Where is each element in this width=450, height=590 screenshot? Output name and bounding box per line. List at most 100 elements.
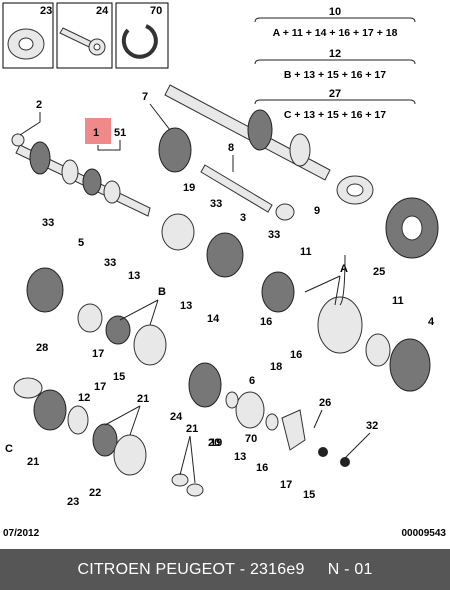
callout-number: A: [340, 263, 348, 275]
circlip-icon: [121, 24, 158, 59]
gear-part-3: [206, 232, 244, 278]
gear-part-4: [389, 338, 431, 392]
callout-number: 13: [234, 451, 246, 463]
formula-number: 27: [329, 88, 341, 100]
washer-part-21: [225, 391, 239, 409]
highlight-box: [85, 118, 111, 144]
callout-number: 15: [303, 489, 315, 501]
callout-number: 18: [270, 361, 282, 373]
formula-27: 27 C + 13 + 15 + 16 + 17: [254, 88, 416, 121]
callout-number: 5: [78, 237, 84, 249]
secondary-shaft: [164, 84, 374, 205]
legend-number: 23: [40, 5, 52, 17]
washer-part-9: [275, 203, 295, 221]
ball-part-23: [318, 447, 328, 457]
footer-code: N - 01: [327, 560, 373, 578]
bracket-part-22: [281, 409, 306, 451]
callout-number: 24: [170, 411, 183, 423]
formula-number: 12: [329, 48, 341, 60]
legend-number: 70: [150, 5, 162, 17]
callout-number: 25: [373, 266, 385, 278]
footer-gap: [305, 561, 328, 579]
callout-number: 32: [366, 420, 378, 432]
bearing-part-19: [161, 213, 195, 251]
gear-part-26: [33, 389, 67, 431]
gear-part-5: [26, 267, 64, 313]
callout-number: 17: [280, 479, 292, 491]
formula-10: 10 A + 11 + 14 + 16 + 17 + 18: [254, 6, 416, 39]
legend-box-70: 70: [115, 2, 169, 69]
callout-number: 8: [228, 142, 234, 154]
callout-number: 16: [290, 349, 302, 361]
highlight-number: 1: [93, 127, 99, 139]
highlight-secondary: 51: [114, 127, 126, 139]
legend-number: 24: [96, 5, 109, 17]
callout-number: 21: [186, 423, 198, 435]
callout-number: 14: [207, 313, 220, 325]
callout-number: 19: [183, 182, 195, 194]
callout-number: 21: [27, 456, 39, 468]
callout-number: 33: [42, 217, 54, 229]
date-label: 07/2012: [3, 528, 40, 539]
callout-number: 19: [210, 437, 222, 449]
callout-number: 33: [104, 257, 116, 269]
formula-12: 12 B + 13 + 15 + 16 + 17: [254, 48, 416, 81]
callout-number: B: [158, 286, 166, 298]
ring-part-11b: [365, 333, 391, 367]
formula-text: A + 11 + 14 + 16 + 17 + 18: [273, 27, 398, 39]
callout-number: 11: [300, 246, 312, 258]
callout-number: 15: [113, 371, 125, 383]
callout-number: C: [5, 443, 13, 455]
callout-number: 26: [319, 397, 331, 409]
callout-number: 12: [78, 392, 90, 404]
gear-part-7: [158, 127, 192, 173]
formula-text: B + 13 + 15 + 16 + 17: [284, 69, 386, 81]
synchro-part-A: [317, 296, 363, 354]
main-shaft: [15, 141, 151, 217]
callout-number: 9: [314, 205, 320, 217]
fork-part-32: [171, 473, 189, 487]
footer-bar: CITROEN PEUGEOT - 2316e9 N - 01: [0, 549, 450, 590]
callout-number: 16: [260, 316, 272, 328]
callout-number: 22: [89, 487, 101, 499]
callout-number: 6: [249, 375, 255, 387]
footer-separator: -: [235, 560, 250, 578]
callout-number: 33: [268, 229, 280, 241]
bearing-part-28: [13, 377, 43, 399]
legend-box-23: 23: [2, 2, 54, 69]
callout-number: 16: [256, 462, 268, 474]
callout-numbers: 2 7 8 19 33 3 9 33 5 33 13 B 33 11 A 25 …: [5, 91, 435, 508]
bolt-icon: [59, 27, 106, 56]
ring-part-13: [77, 303, 103, 333]
callout-number: 23: [67, 496, 79, 508]
gear-part-6: [188, 362, 222, 408]
formula-text: C + 13 + 15 + 16 + 17: [284, 109, 386, 121]
circlip-part-70: [340, 457, 350, 467]
synchro-part-B: [133, 324, 167, 366]
leader-lines: [19, 103, 371, 484]
callout-number: 70: [245, 433, 257, 445]
callout-number: 2: [36, 99, 42, 111]
legend-box-24: 24: [56, 2, 113, 69]
document-number: 00009543: [401, 528, 447, 539]
bearing-part-2: [11, 133, 25, 147]
pin-part-8: [200, 164, 273, 213]
synchro-part: [105, 315, 131, 345]
footer-brand: CITROEN PEUGEOT: [77, 560, 236, 578]
formula-number: 10: [329, 6, 341, 18]
gear-part-11: [261, 271, 295, 313]
callout-number: 3: [240, 212, 246, 224]
callout-number: 33: [210, 198, 222, 210]
callout-number: 11: [392, 295, 404, 307]
footer-reference: 2316e9: [249, 560, 305, 578]
callout-number: 17: [92, 348, 104, 360]
callout-number: 13: [128, 270, 140, 282]
exploded-gearbox-diagram: 23 24 70 10 A + 11 + 14 + 16 + 17 + 18: [2, 2, 439, 508]
callout-number: 17: [94, 381, 106, 393]
callout-number: 20: [208, 437, 220, 449]
callout-number: 13: [180, 300, 192, 312]
callout-number: 4: [428, 316, 435, 328]
bearing-part-20: [235, 391, 265, 429]
washer-icon: [7, 28, 45, 60]
